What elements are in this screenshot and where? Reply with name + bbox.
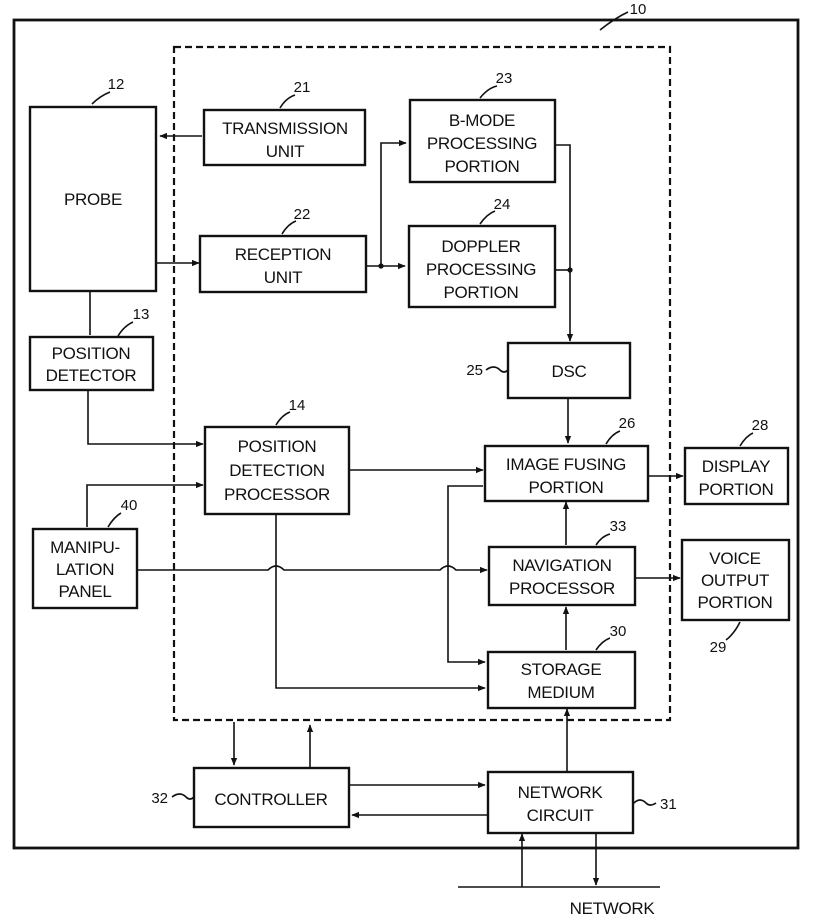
transmission-unit-label-line2: UNIT xyxy=(266,142,304,161)
doppler-label-line3: PORTION xyxy=(443,283,518,302)
ref-dsc: 25 xyxy=(466,362,483,379)
ref-storage-medium: 30 xyxy=(610,623,627,640)
probe-label-line: PROBE xyxy=(64,190,122,209)
bmode-label-line1: B-MODE xyxy=(449,111,515,130)
network-label: NETWORK xyxy=(570,899,656,917)
manipulation-panel-label-line1: MANIPU- xyxy=(50,538,120,557)
voice-output-label-line3: PORTION xyxy=(697,593,772,612)
position-detector-label-line1: POSITION xyxy=(52,344,131,363)
doppler-label-line1: DOPPLER xyxy=(441,237,520,256)
transmission-unit-label-line1: TRANSMISSION xyxy=(222,119,348,138)
network-circuit-label-line1: NETWORK xyxy=(518,783,604,802)
position-detector-label-line2: DETECTOR xyxy=(46,366,137,385)
ref-transmission-unit: 21 xyxy=(294,79,311,96)
probe-label: PROBE xyxy=(64,190,122,209)
dsc-label-line: DSC xyxy=(552,362,587,381)
pdp-label-line1: POSITION xyxy=(238,437,317,456)
ref-network-circuit: 31 xyxy=(660,796,677,813)
storage-medium-label-line1: STORAGE xyxy=(521,660,602,679)
bmode-label-line2: PROCESSING xyxy=(427,134,537,153)
display-label-line1: DISPLAY xyxy=(702,457,770,476)
ref-voice-output: 29 xyxy=(710,639,727,656)
controller-label-line: CONTROLLER xyxy=(214,790,327,809)
image-fusing-label-line2: PORTION xyxy=(528,478,603,497)
ref-bmode: 23 xyxy=(496,70,513,87)
manipulation-panel-label-line3: PANEL xyxy=(59,582,112,601)
ref-reception-unit: 22 xyxy=(294,206,311,223)
ref-navigation-processor: 33 xyxy=(610,518,627,535)
voice-output-label-line2: OUTPUT xyxy=(701,571,769,590)
reception-unit-label-line1: RECEPTION xyxy=(235,245,331,264)
doppler-label-line2: PROCESSING xyxy=(426,260,536,279)
bmode-label-line3: PORTION xyxy=(444,157,519,176)
navigation-processor-label-line2: PROCESSOR xyxy=(509,579,615,598)
reception-unit-label-line2: UNIT xyxy=(264,268,302,287)
network-circuit-label-line2: CIRCUIT xyxy=(527,806,594,825)
pdp-label-line3: PROCESSOR xyxy=(224,485,330,504)
ref-probe: 12 xyxy=(108,76,125,93)
manipulation-panel-label-line2: LATION xyxy=(56,560,114,579)
ref-manipulation-panel: 40 xyxy=(121,497,138,514)
navigation-processor-label-line1: NAVIGATION xyxy=(512,556,611,575)
image-fusing-label-line1: IMAGE FUSING xyxy=(506,455,626,474)
storage-medium-label-line2: MEDIUM xyxy=(527,683,594,702)
ref-position-detection-processor: 14 xyxy=(289,397,306,414)
voice-output-label-line1: VOICE xyxy=(709,549,760,568)
ref-position-detector: 13 xyxy=(133,306,150,323)
ref-image-fusing: 26 xyxy=(619,415,636,432)
ref-controller: 32 xyxy=(151,790,168,807)
ref-display: 28 xyxy=(752,417,769,434)
ref-system: 10 xyxy=(630,1,647,18)
junction-doppler xyxy=(567,267,572,272)
pdp-label-line2: DETECTION xyxy=(229,461,325,480)
display-label-line2: PORTION xyxy=(698,480,773,499)
ref-doppler: 24 xyxy=(494,196,511,213)
